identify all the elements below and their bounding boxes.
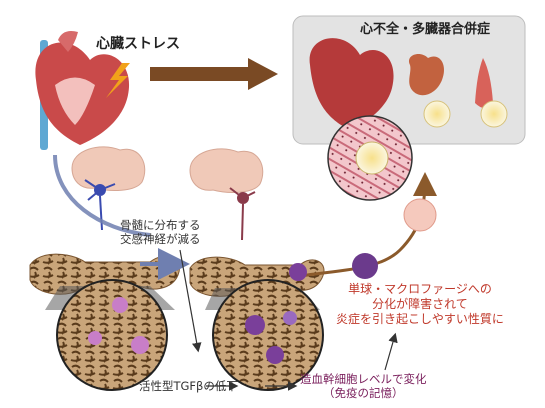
brain-right [189, 148, 264, 193]
marrow-zoom-left [45, 279, 175, 391]
lightning-icon [106, 63, 130, 98]
cardiac-tissue-zoom [327, 115, 413, 201]
nerve-line-1: 骨髄に分布する [120, 218, 201, 232]
monocyte-label: 単球・マクロファージへの 分化が障害されて 炎症を引き起こしやすい性質に [336, 282, 504, 327]
cardiac-stress-label: 心臓ストレス [96, 36, 180, 52]
sympathetic-nerve-label: 骨髄に分布する 交感神経が減る [120, 218, 201, 247]
hsc-line-1: 造血幹細胞レベルで変化 [300, 372, 427, 386]
monocyte-line-2: 分化が障害されて [372, 297, 468, 311]
monocyte-line-3: 炎症を引き起こしやすい性質に [336, 312, 504, 326]
progression-arrow [150, 58, 278, 90]
tgf-beta-label: 活性型TGFβの低下 [139, 379, 238, 393]
marrow-zoom-right [205, 279, 324, 391]
heart-illustration [35, 31, 130, 150]
neuron-right [229, 187, 256, 241]
stress-to-bone-arrow [53, 154, 151, 237]
organ-damage-panel [292, 15, 526, 145]
cell-differentiation-path [289, 172, 437, 281]
nerve-to-tgf-arrow [179, 249, 202, 353]
hsc-to-monocyte-arrow [384, 332, 398, 371]
monocyte-line-1: 単球・マクロファージへの [348, 282, 492, 296]
brain-left [71, 146, 146, 191]
heart-failure-label: 心不全・多臓器合併症 [360, 22, 491, 37]
hsc-memory-label: 造血幹細胞レベルで変化 （免疫の記憶） [300, 372, 427, 401]
nerve-line-2: 交感神経が減る [120, 232, 201, 247]
hsc-line-2: （免疫の記憶） [323, 386, 404, 401]
neuron-left [84, 179, 116, 231]
